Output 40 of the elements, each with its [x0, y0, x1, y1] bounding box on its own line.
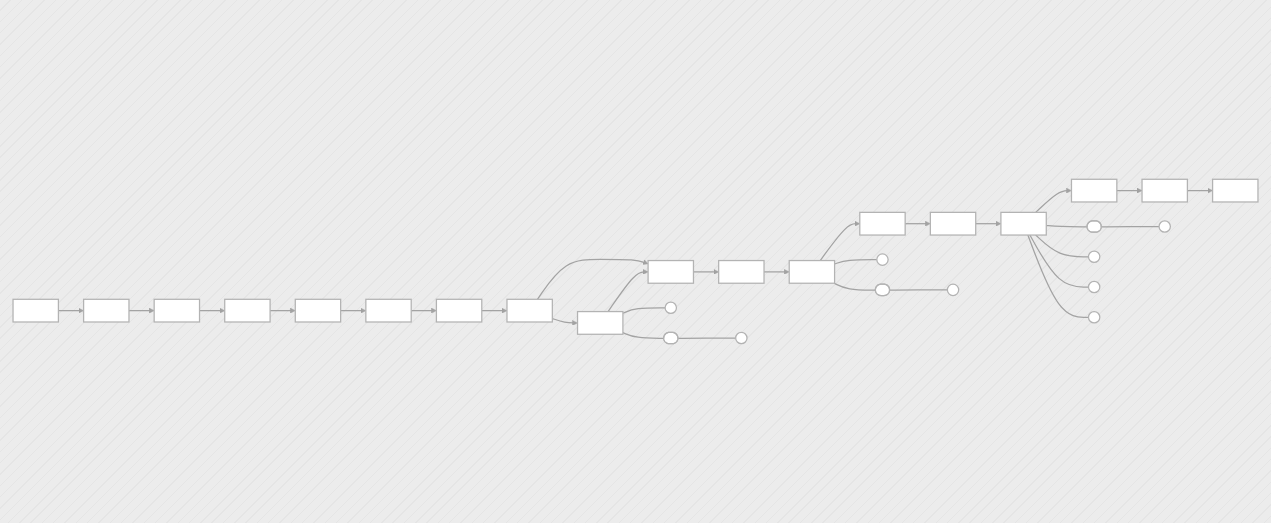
node-circle	[876, 253, 889, 266]
node-box	[435, 298, 483, 323]
arrow	[1035, 187, 1072, 213]
node-box	[718, 259, 765, 284]
node-box	[82, 298, 130, 323]
node-circle	[1087, 310, 1101, 324]
connector	[833, 282, 877, 291]
node-box	[1000, 211, 1047, 236]
arrow	[607, 269, 649, 313]
node-box	[1070, 178, 1118, 203]
connector	[677, 337, 737, 339]
node-circle	[1158, 220, 1172, 233]
node-box	[1211, 178, 1259, 203]
node-box	[576, 310, 624, 335]
connector	[1029, 234, 1090, 288]
connector	[889, 289, 948, 291]
node-box	[224, 298, 271, 323]
connector	[1100, 225, 1160, 228]
node-box	[294, 298, 342, 323]
node-box	[647, 259, 695, 284]
node-box	[1141, 178, 1189, 203]
node-box	[12, 298, 60, 323]
connector	[622, 307, 666, 314]
node-box	[506, 298, 553, 323]
node-box	[788, 259, 836, 284]
arrow	[128, 307, 155, 314]
arrow	[536, 258, 649, 300]
node-circle	[1087, 250, 1101, 264]
node-circle	[664, 301, 678, 315]
node-circle	[735, 331, 748, 345]
connector	[1035, 234, 1090, 258]
arrow	[1116, 187, 1143, 194]
node-circle	[1087, 280, 1101, 294]
node-box	[929, 211, 977, 236]
connector	[1027, 234, 1090, 318]
node-circle	[946, 283, 960, 297]
node-box	[153, 298, 201, 323]
node-box	[859, 211, 906, 236]
connector	[622, 332, 665, 339]
node-box	[365, 298, 412, 323]
